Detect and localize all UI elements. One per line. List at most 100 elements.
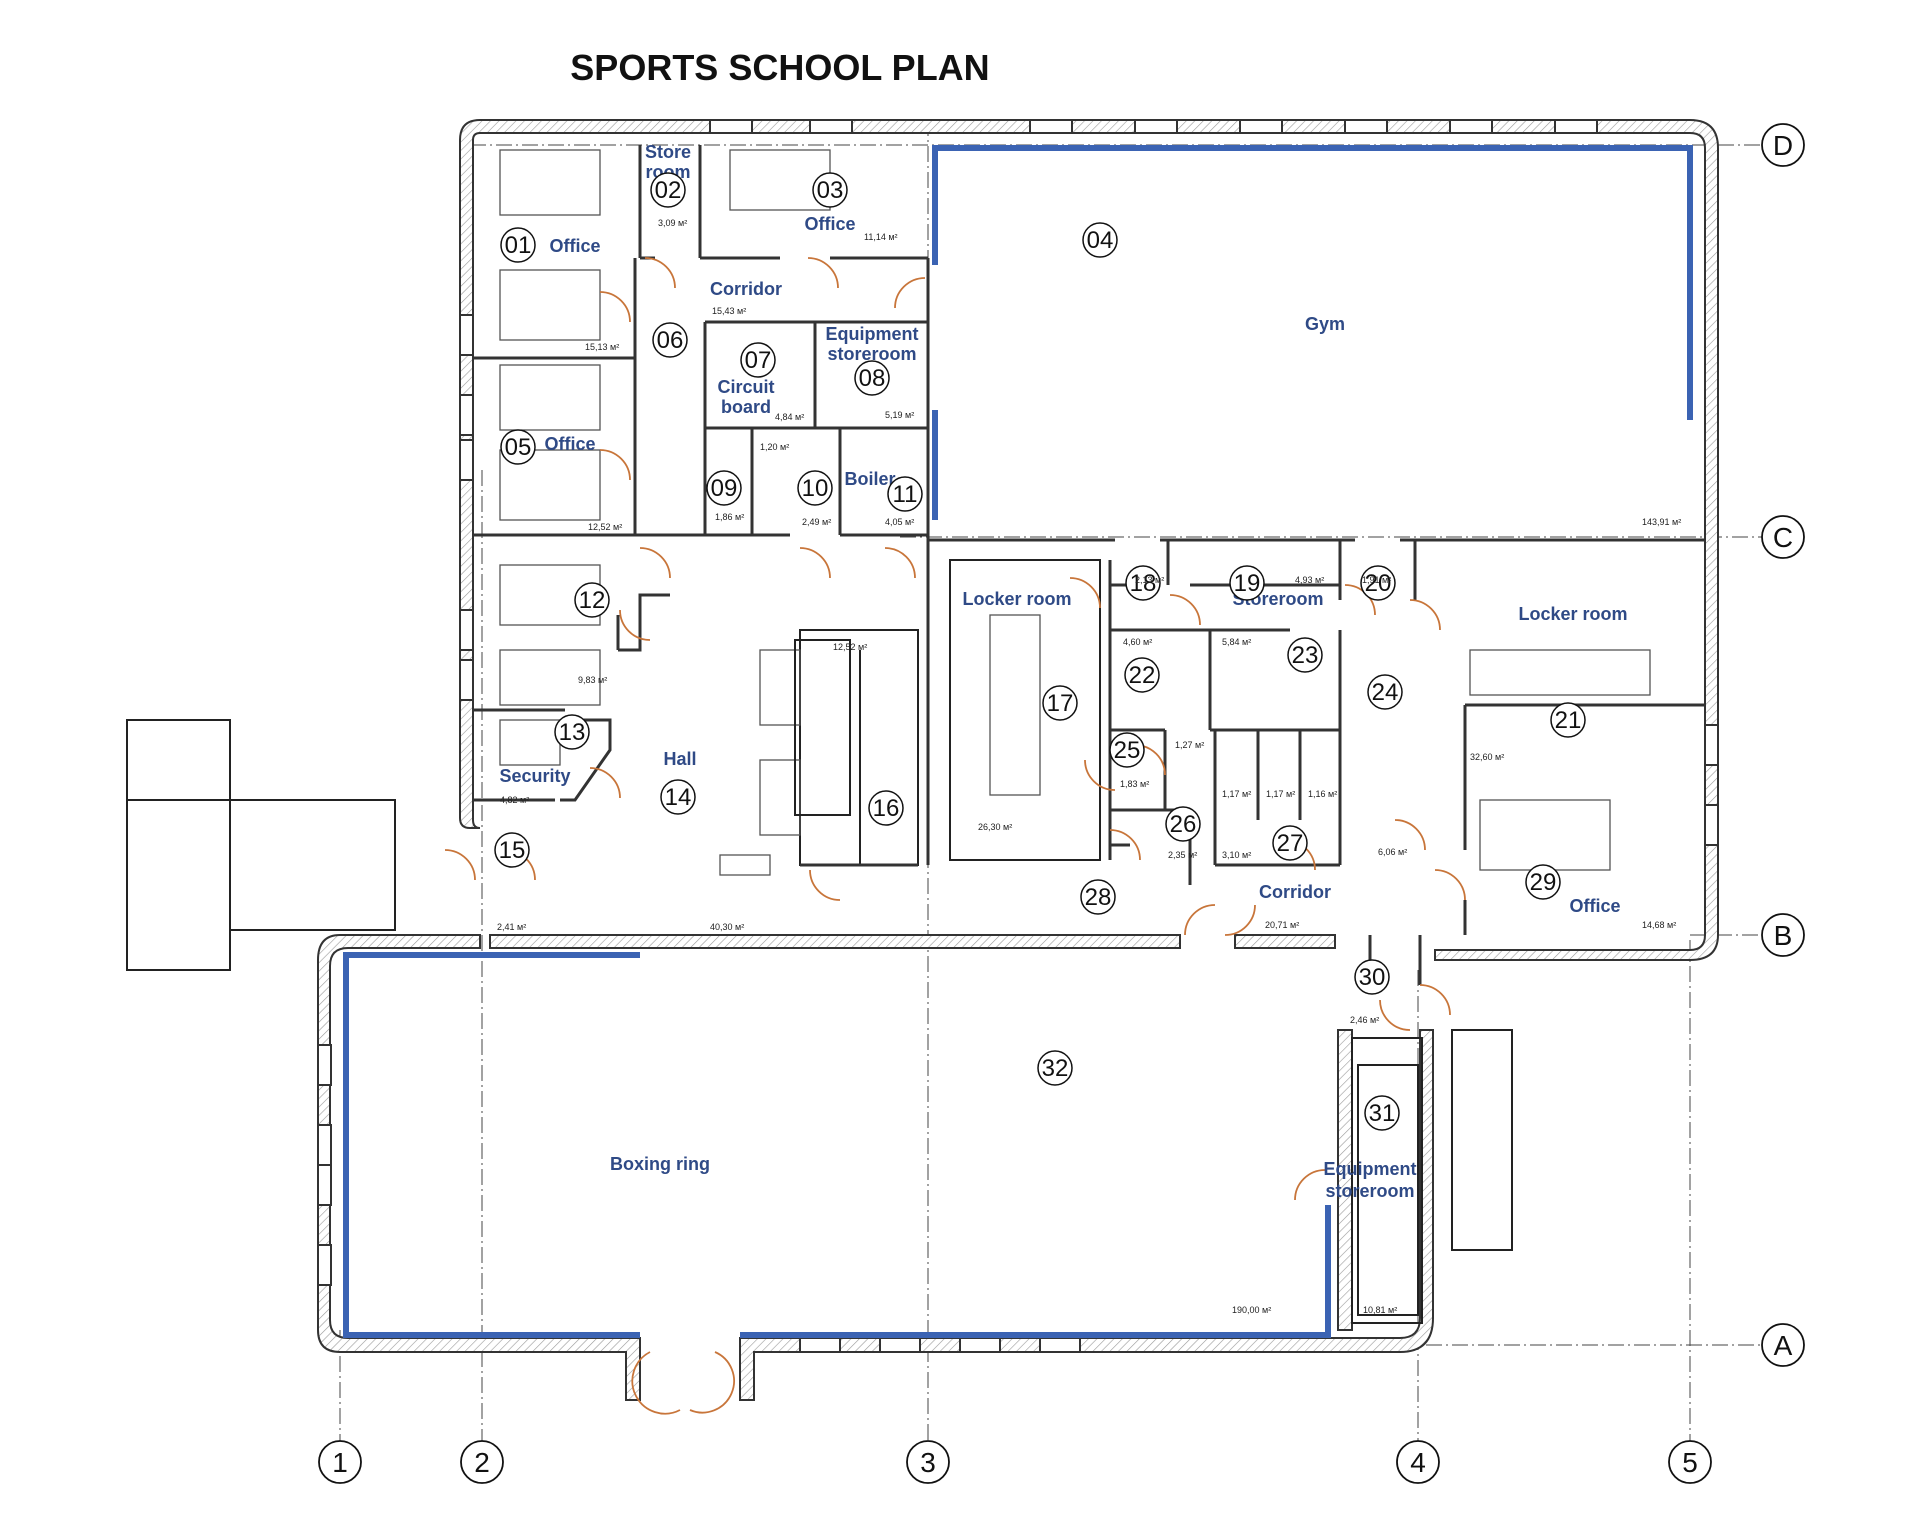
room-name-07-line2: board [721,397,771,417]
area-20: 1,91 м² [1362,575,1391,585]
area-04: 143,91 м² [1642,517,1681,527]
room-number-28: 28 [1080,879,1116,915]
area-28: 20,71 м² [1265,920,1299,930]
room-number-27: 27 [1272,825,1308,861]
exterior-walls [317,119,1719,1401]
area-11: 4,05 м² [885,517,914,527]
room-name-11: Boiler [844,469,895,489]
room-number-04: 04 [1082,222,1118,258]
area-small-4: 1,17 м² [1266,789,1295,799]
room-name-02-line1: Store [645,142,691,162]
room-number-24: 24 [1367,674,1403,710]
room-number-30: 30 [1354,959,1390,995]
svg-text:18: 18 [1130,570,1157,597]
svg-text:16: 16 [873,795,900,822]
room-number-17: 17 [1042,685,1078,721]
svg-text:23: 23 [1292,642,1319,669]
axis-marker-col-3: 3 [906,1440,950,1484]
room-number-10: 10 [797,470,833,506]
room-name-13: Security [499,766,570,786]
svg-text:07: 07 [745,347,772,374]
sport-hall-lining [343,145,1693,1338]
room-number-19: 19 [1229,565,1265,601]
area-03: 11,14 м² [864,232,898,242]
area-09: 1,86 м² [715,512,744,522]
svg-text:12: 12 [579,587,606,614]
svg-text:24: 24 [1372,679,1399,706]
area-23: 5,84 м² [1222,637,1251,647]
area-14: 40,30 м² [710,922,744,932]
svg-text:1: 1 [332,1447,348,1478]
area-12: 9,83 м² [578,675,607,685]
area-10: 2,49 м² [802,517,831,527]
room-name-01: Office [549,236,600,256]
area-15: 2,41 м² [497,922,526,932]
svg-text:32: 32 [1042,1055,1069,1082]
room-number-16: 16 [868,790,904,826]
area-27: 3,10 м² [1222,850,1251,860]
room-number-14: 14 [660,779,696,815]
svg-text:05: 05 [505,434,532,461]
svg-text:29: 29 [1530,869,1557,896]
area-21: 32,60 м² [1470,752,1504,762]
area-26: 2,35 м² [1168,850,1197,860]
area-19: 4,93 м² [1295,575,1324,585]
svg-text:4: 4 [1410,1447,1426,1478]
room-number-15: 15 [494,832,530,868]
exterior-stairs [126,639,1513,1251]
room-name-31-line2: storeroom [1325,1181,1414,1201]
room-name-31-line1: Equipment [1324,1159,1417,1179]
area-22: 4,60 м² [1123,637,1152,647]
room-name-03: Office [804,214,855,234]
svg-text:13: 13 [559,719,586,746]
axis-marker-col-1: 1 [318,1440,362,1484]
svg-text:06: 06 [657,327,684,354]
room-number-11: 11 [887,476,923,512]
room-name-07-line1: Circuit [717,377,774,397]
room-number-01: 01 [500,227,536,263]
svg-text:A: A [1774,1330,1793,1361]
axis-marker-row-C: C [1761,515,1805,559]
area-31: 10,81 м² [1363,1305,1397,1315]
room-number-02: 02 [650,172,686,208]
room-number-22: 22 [1124,657,1160,693]
svg-text:17: 17 [1047,690,1074,717]
axis-marker-row-A: A [1761,1323,1805,1367]
area-17: 26,30 м² [978,822,1012,832]
room-number-03: 03 [812,172,848,208]
area-01: 15,13 м² [585,342,619,352]
area-18: 2,13 м² [1135,575,1164,585]
area-02: 3,09 м² [658,218,687,228]
axis-marker-row-B: B [1761,913,1805,957]
axis-marker-col-2: 2 [460,1440,504,1484]
room-name-05: Office [544,434,595,454]
area-small-2: 1,27 м² [1175,740,1204,750]
room-name-14: Hall [663,749,696,769]
room-number-23: 23 [1287,637,1323,673]
room-number-21: 21 [1550,702,1586,738]
room-name-17: Locker room [962,589,1071,609]
svg-text:B: B [1774,920,1793,951]
svg-text:22: 22 [1129,662,1156,689]
area-05: 12,52 м² [588,522,622,532]
svg-text:5: 5 [1682,1447,1698,1478]
axis-marker-col-4: 4 [1396,1440,1440,1484]
room-name-08-line1: Equipment [826,324,919,344]
svg-text:01: 01 [505,232,532,259]
svg-text:19: 19 [1234,570,1261,597]
svg-text:27: 27 [1277,830,1304,857]
room-labels: Office Store room Office Gym Office Corr… [499,142,1627,1201]
room-number-06: 06 [652,322,688,358]
svg-text:14: 14 [665,784,692,811]
room-name-08-line2: storeroom [827,344,916,364]
area-small-5: 1,16 м² [1308,789,1337,799]
svg-text:08: 08 [859,365,886,392]
svg-text:04: 04 [1087,227,1114,254]
area-13: 4,82 м² [500,795,529,805]
room-number-20: 20 [1360,565,1396,601]
area-small-3: 1,17 м² [1222,789,1251,799]
room-number-12: 12 [574,582,610,618]
